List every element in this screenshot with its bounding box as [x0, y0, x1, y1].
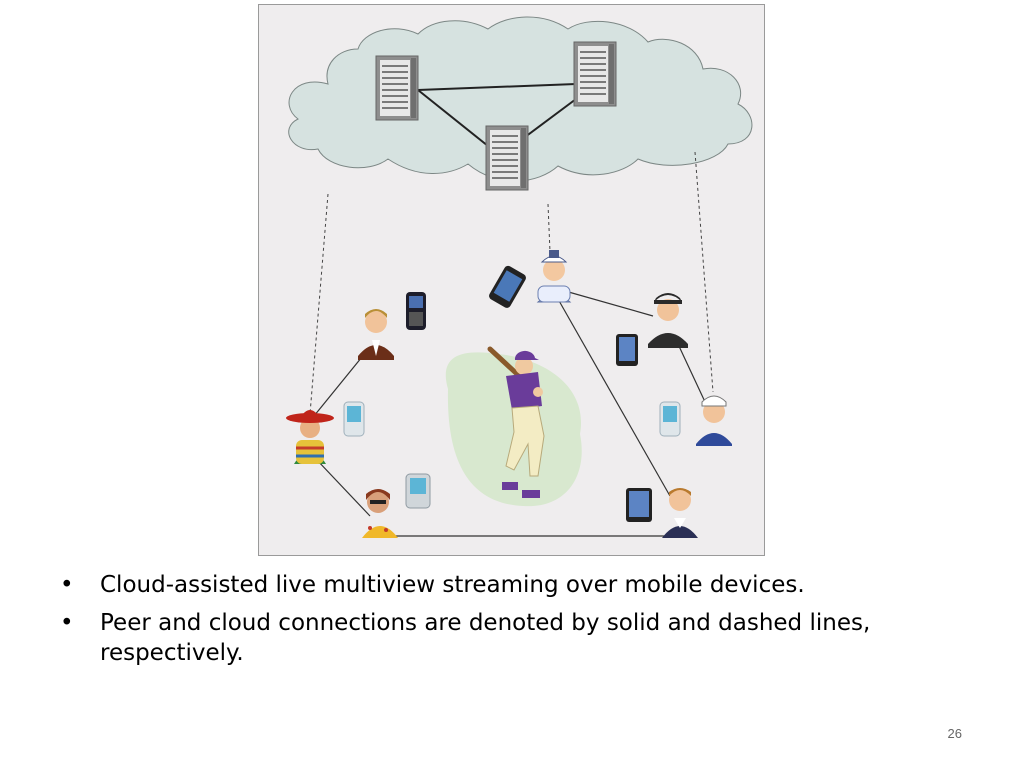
pilot-peer-icon — [648, 293, 688, 348]
pda-icon — [405, 473, 431, 509]
server-link — [417, 89, 489, 147]
peer-connection-line — [315, 458, 371, 517]
tablet-icon — [626, 488, 652, 522]
blackberry-icon — [406, 292, 426, 330]
bullet-list: Cloud-assisted live multiview streaming … — [58, 570, 978, 676]
cloud-connection-line — [547, 203, 551, 253]
streaming-diagram — [258, 4, 765, 556]
nurse-peer-icon — [696, 395, 732, 446]
server-link — [417, 83, 577, 91]
server-icon — [485, 125, 529, 191]
server-icon — [573, 41, 617, 107]
bullet-item: Cloud-assisted live multiview streaming … — [58, 570, 978, 600]
baseball-batter-icon — [487, 346, 545, 498]
sailor-peer-icon — [536, 250, 572, 303]
pda-icon — [343, 401, 365, 437]
bullet-item: Peer and cloud connections are denoted b… — [58, 608, 978, 668]
tablet-icon — [616, 334, 638, 366]
cloud-connection-line — [309, 193, 329, 415]
cloud-connection-line — [694, 151, 714, 393]
smartphone-icon — [489, 265, 526, 308]
peer-connection-line — [557, 288, 654, 317]
peer-connection-line — [557, 298, 671, 497]
mexican-peer-icon — [286, 410, 334, 464]
waiter-peer-icon — [662, 488, 698, 538]
pda-icon — [659, 401, 681, 437]
peer-connection-line — [677, 343, 707, 405]
woman-sunglasses-peer-icon — [362, 489, 398, 538]
page-number: 26 — [947, 726, 962, 741]
server-icon — [375, 55, 419, 121]
peer-connection-line — [313, 351, 367, 417]
businessman-peer-icon — [358, 309, 394, 360]
